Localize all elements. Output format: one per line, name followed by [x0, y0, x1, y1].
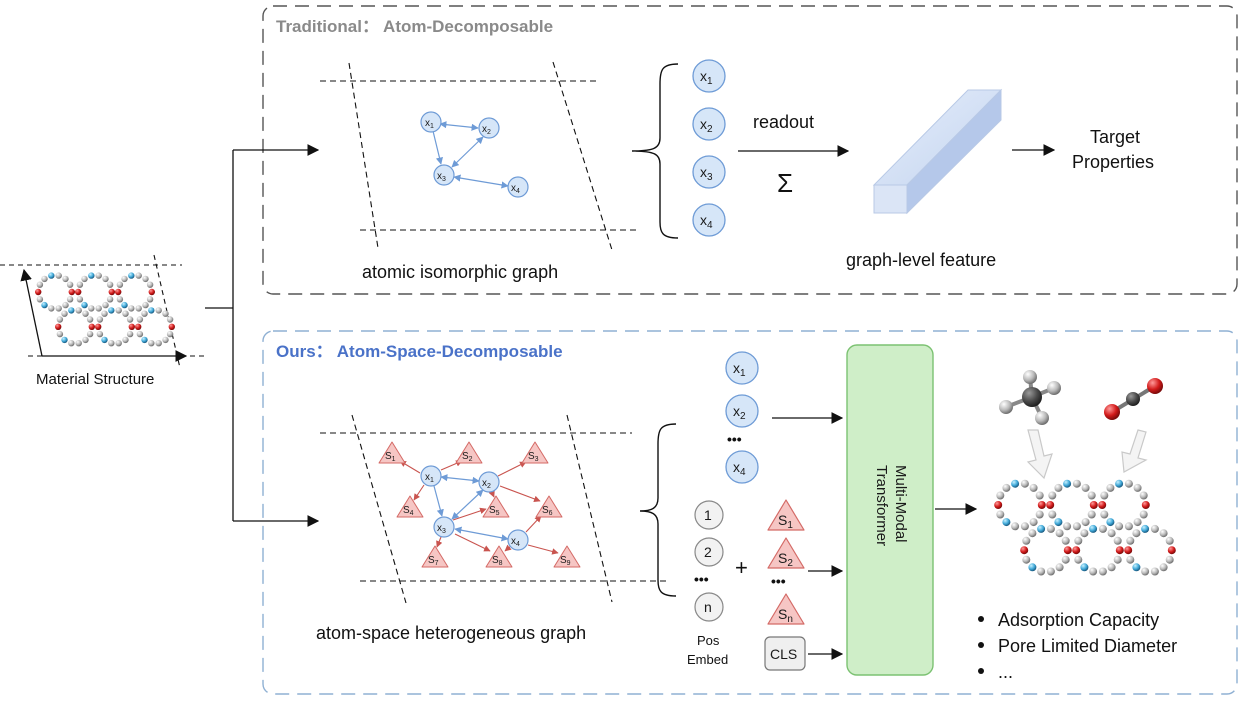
svg-text:S8: S8	[492, 555, 503, 567]
node-list-x2: x2	[692, 107, 726, 141]
target-properties-line2: Properties	[1072, 152, 1154, 172]
atomic-isomorphic-graph: x1 x2 x3 x4	[320, 61, 640, 251]
ours-brace	[639, 423, 677, 597]
graph-node-x1: x1	[420, 111, 442, 133]
graph-node-x2: x2	[478, 117, 500, 139]
branch-arrows	[205, 144, 320, 527]
svg-text:x2: x2	[482, 124, 491, 136]
mof-structure-large	[994, 479, 1176, 576]
hetero-node-x3: x3	[433, 516, 455, 538]
output-pore-limited-diameter: Pore Limited Diameter	[998, 636, 1177, 656]
svg-text:1: 1	[704, 507, 712, 523]
atom-token-ellipsis: •••	[727, 431, 742, 447]
material-structure-label: Material Structure	[36, 371, 154, 388]
svg-text:S4: S4	[403, 505, 414, 517]
svg-text:S1: S1	[385, 451, 396, 463]
hetero-node-x1: x1	[420, 465, 442, 487]
hetero-node-x4: x4	[507, 529, 529, 551]
svg-text:CLS: CLS	[770, 646, 797, 662]
pos-embed-1: 1	[694, 500, 724, 530]
space-node-s7: S7	[421, 545, 449, 568]
svg-text:S6: S6	[542, 505, 553, 517]
space-node-s5: S5	[482, 495, 510, 518]
space-node-s6: S6	[535, 495, 563, 518]
multi-modal-transformer: Multi-Modal Transformer	[846, 344, 934, 676]
pos-embed-n: n	[694, 592, 724, 622]
atom-token-x2: x2	[725, 394, 759, 428]
plus-sign: +	[735, 555, 748, 580]
svg-text:x1: x1	[425, 472, 434, 484]
space-token-s2: S2	[767, 537, 805, 569]
traditional-brace	[631, 63, 679, 239]
material-structure-image	[0, 254, 206, 369]
ours-section-box	[262, 330, 1238, 695]
svg-text:x4: x4	[511, 183, 520, 195]
space-node-s2: S2	[455, 441, 483, 464]
pos-embed-2: 2	[694, 537, 724, 567]
output-ellipsis: ...	[998, 662, 1013, 682]
space-node-s9: S9	[553, 545, 581, 568]
space-node-s3: S3	[521, 441, 549, 464]
svg-text:S5: S5	[489, 505, 500, 517]
methane-molecule	[999, 370, 1061, 425]
hetero-node-x2: x2	[478, 471, 500, 493]
sum-symbol: Σ	[777, 168, 793, 198]
ours-title: Ours： Atom-Space-Decomposable	[276, 342, 563, 361]
svg-text:S9: S9	[560, 555, 571, 567]
space-node-s1: S1	[378, 441, 406, 464]
space-node-s4: S4	[396, 495, 424, 518]
readout-label: readout	[753, 112, 814, 132]
graph-node-x3: x3	[433, 164, 455, 186]
node-list-x3: x3	[692, 155, 726, 189]
svg-text:2: 2	[704, 544, 712, 560]
svg-text:S7: S7	[428, 555, 439, 567]
svg-text:S3: S3	[528, 451, 539, 463]
svg-text:x3: x3	[437, 523, 446, 535]
space-token-sn: Sn	[767, 593, 805, 625]
svg-text:S2: S2	[462, 451, 473, 463]
node-list-x4: x4	[692, 203, 726, 237]
traditional-section-box	[262, 5, 1238, 295]
target-properties-line1: Target	[1090, 127, 1140, 147]
pos-embed-label-line1: Pos	[697, 633, 720, 648]
graph-node-x4: x4	[507, 176, 529, 198]
atom-token-x1: x1	[725, 351, 759, 385]
svg-text:Multi-Modal: Multi-Modal	[892, 465, 909, 543]
traditional-title: Traditional： Atom-Decomposable	[276, 17, 553, 36]
space-node-s8: S8	[485, 545, 513, 568]
output-adsorption-capacity: Adsorption Capacity	[998, 610, 1159, 630]
space-token-ellipsis: •••	[771, 573, 786, 589]
pos-embed-label-line2: Embed	[687, 652, 728, 667]
svg-text:x4: x4	[511, 536, 520, 548]
adsorption-arrows	[1026, 429, 1148, 480]
node-list-x1: x1	[692, 59, 726, 93]
svg-text:Transformer: Transformer	[873, 465, 890, 546]
svg-text:x2: x2	[482, 478, 491, 490]
atomic-graph-label: atomic isomorphic graph	[362, 262, 558, 282]
hetero-graph-label: atom-space heterogeneous graph	[316, 623, 586, 643]
atom-token-x4: x4	[725, 450, 759, 484]
svg-text:n: n	[704, 599, 712, 615]
cls-token: CLS	[764, 636, 806, 671]
svg-text:x1: x1	[425, 118, 434, 130]
pos-ellipsis: •••	[694, 571, 709, 587]
atom-space-heterogeneous-graph: S1 S2 S3 S4 S5 S6 S7 S8	[320, 414, 668, 604]
co2-molecule	[1104, 378, 1163, 420]
svg-text:x3: x3	[437, 171, 446, 183]
space-token-s1: S1	[767, 499, 805, 531]
output-list: Adsorption Capacity Pore Limited Diamete…	[978, 610, 1177, 682]
graph-level-feature-label: graph-level feature	[846, 250, 996, 270]
graph-level-feature-bar	[872, 88, 1003, 215]
